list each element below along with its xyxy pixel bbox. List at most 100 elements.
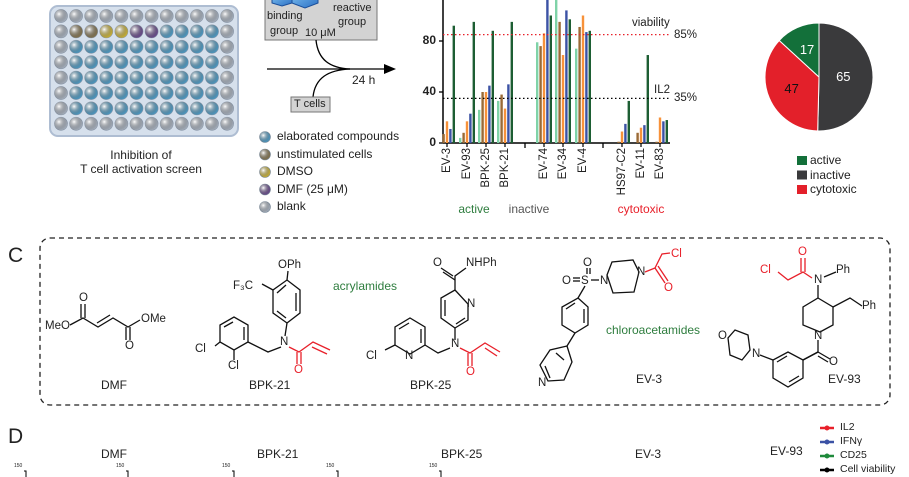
panel-d-ytick-5: 150 — [429, 463, 438, 469]
well-shine — [54, 86, 68, 100]
bar-EV-93-s3 — [469, 113, 472, 143]
bar-EV-4-s1 — [578, 26, 581, 144]
well-shine — [190, 40, 204, 54]
plate-caption-line2: T cell activation screen — [80, 162, 202, 176]
bar-EV-74-s2 — [542, 33, 546, 143]
atom-label: O — [294, 364, 303, 376]
pie-value-label: 65 — [836, 69, 851, 85]
compound-box — [264, 0, 378, 41]
bar-chart — [439, 0, 670, 148]
well-shine — [220, 40, 234, 54]
group-label: cytotoxic — [617, 202, 665, 216]
panel-d-legend-label: IL2 — [840, 421, 855, 433]
y-tick-label: 0 — [429, 135, 436, 149]
well-shine — [220, 101, 234, 115]
compound-addition-curve — [315, 39, 351, 70]
bar-EV-11-s1 — [636, 132, 639, 143]
atom-label: N — [451, 338, 460, 350]
well-shine — [145, 86, 159, 100]
bpk25-structure — [384, 267, 501, 366]
well-shine — [69, 24, 83, 38]
bar-EV-11-s3 — [643, 125, 646, 143]
atom-label: N — [814, 330, 823, 342]
atom-label: O — [664, 282, 673, 294]
well-shine — [99, 86, 113, 100]
pie-legend-swatch-inactive — [797, 170, 807, 180]
binding-group-label-2: group — [270, 25, 299, 37]
well-shine — [205, 55, 219, 69]
well-shine — [129, 71, 144, 85]
well-shine — [160, 40, 174, 54]
bar-EV-3-s1 — [442, 134, 445, 143]
well-shine — [99, 9, 113, 23]
well-shine — [160, 55, 174, 69]
well-shine — [54, 101, 68, 115]
well-shine — [175, 71, 189, 85]
panel-d-title-ev93: EV-93 — [770, 444, 803, 458]
pie-slice-cytotoxic — [764, 39, 820, 132]
bar-EV-34-s4 — [568, 19, 571, 144]
well-shine — [175, 9, 189, 23]
atom-label: O — [798, 246, 807, 258]
well-shine — [69, 86, 83, 100]
bar-EV-74-s1 — [539, 46, 542, 143]
legend-marker-1 — [824, 439, 830, 445]
legend-swatch-shine — [259, 184, 271, 195]
legend-swatch-shine — [259, 166, 271, 178]
well-shine — [99, 117, 113, 131]
well-shine — [175, 86, 189, 100]
bar-EV-83-s3 — [662, 121, 665, 143]
well-shine — [99, 40, 113, 54]
pie-value-label: 17 — [799, 41, 815, 57]
well-shine — [205, 86, 219, 100]
legend-swatch-shine — [259, 201, 271, 213]
panel-d-ytick-1: 150 — [14, 463, 23, 469]
binding-group-label-1: binding — [267, 10, 303, 22]
atom-label: N — [752, 348, 761, 360]
y-tick-label: 40 — [422, 84, 436, 98]
atom-label: OPh — [278, 259, 302, 271]
well-shine — [145, 9, 159, 23]
well-shine — [114, 40, 128, 54]
well-shine — [145, 40, 159, 54]
atom-label: O — [125, 340, 134, 352]
class-chloroacetamides: chloroacetamides — [606, 323, 701, 337]
well-shine — [99, 101, 113, 115]
atom-label: N — [637, 266, 646, 278]
atom-label: OMe — [141, 313, 166, 325]
bar-EV-83-s2 — [658, 117, 662, 143]
atom-label: Cl — [195, 343, 206, 355]
atom-label: MeO — [45, 320, 70, 332]
well-shine — [129, 24, 144, 38]
atom-label: F₃C — [233, 280, 254, 292]
incubation-time: 24 h — [352, 73, 376, 87]
bar-EV-4-s3 — [585, 32, 588, 144]
atom-label: O — [583, 257, 592, 269]
well-shine — [205, 71, 219, 85]
compound-name-dmf: DMF — [101, 378, 127, 392]
reactive-group-label-1: reactive — [333, 2, 372, 14]
bar-BPK-25-s1 — [481, 92, 484, 143]
legend-item-label: DMF (25 μM) — [277, 181, 348, 196]
well-shine — [190, 117, 204, 131]
well-shine — [69, 55, 83, 69]
well-plate — [49, 5, 239, 137]
reference-value-label: 85% — [674, 28, 698, 41]
bar-EV-34-s1 — [558, 21, 561, 143]
well-shine — [114, 117, 128, 131]
atom-label: Cl — [671, 248, 682, 260]
well-shine — [84, 55, 98, 69]
atom-label: N — [405, 350, 414, 362]
legend-marker-3 — [824, 467, 830, 473]
atom-label: N — [814, 274, 823, 286]
legend-marker-2 — [824, 453, 830, 459]
pie-legend-swatch-cytotoxic — [797, 185, 807, 194]
pie-slice-active — [778, 22, 820, 79]
well-shine — [54, 55, 68, 69]
bar-EV-93-s2 — [465, 121, 469, 143]
well-shine — [69, 71, 83, 85]
legend-marker-0 — [824, 425, 830, 431]
well-shine — [145, 117, 159, 131]
atom-label: S — [581, 275, 589, 287]
bar-HS97-C2-s1 — [617, 141, 620, 143]
